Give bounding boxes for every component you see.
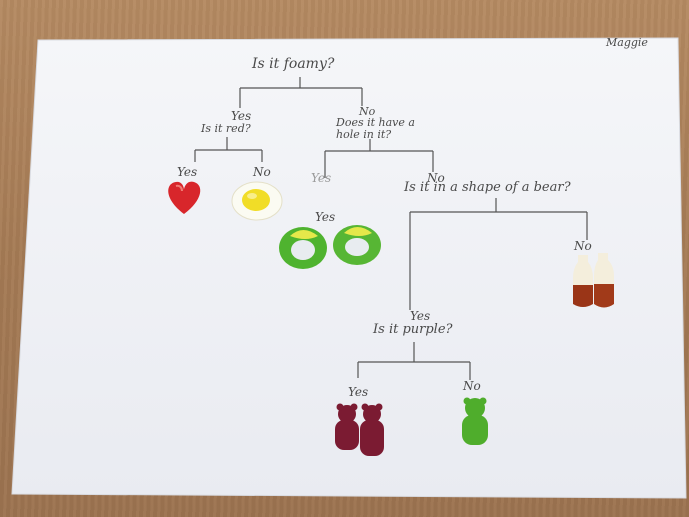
bear-yes-label: Yes <box>410 309 431 323</box>
hole-no-label: No <box>427 171 445 185</box>
egg-gummy <box>231 181 283 221</box>
purple-question: Is it purple? <box>373 322 453 337</box>
red-yes-label: Yes <box>177 165 198 179</box>
red-no-label: No <box>253 165 271 179</box>
bear-question: Is it in a shape of a bear? <box>404 180 571 195</box>
purple-bear-gummies <box>335 403 384 456</box>
green-bear-gummy <box>462 397 488 445</box>
cola-bottle-gummies <box>573 253 614 308</box>
tree-lines <box>194 77 588 380</box>
author-name: Maggie <box>606 36 648 49</box>
hole-yes-label: Yes <box>315 210 336 224</box>
right-branch-label: No <box>359 105 376 118</box>
left-branch-label: Yes <box>231 109 252 123</box>
left-question: Is it red? <box>201 122 251 135</box>
hole-yes-label-faint: Yes <box>311 171 332 185</box>
bear-no-label: No <box>574 239 592 253</box>
ring-gummies <box>279 225 381 269</box>
right-question: Does it have a hole in it? <box>336 116 415 141</box>
root-question: Is it foamy? <box>252 56 335 72</box>
purple-no-label: No <box>463 379 481 393</box>
purple-yes-label: Yes <box>348 385 369 399</box>
heart-gummy <box>168 181 201 214</box>
